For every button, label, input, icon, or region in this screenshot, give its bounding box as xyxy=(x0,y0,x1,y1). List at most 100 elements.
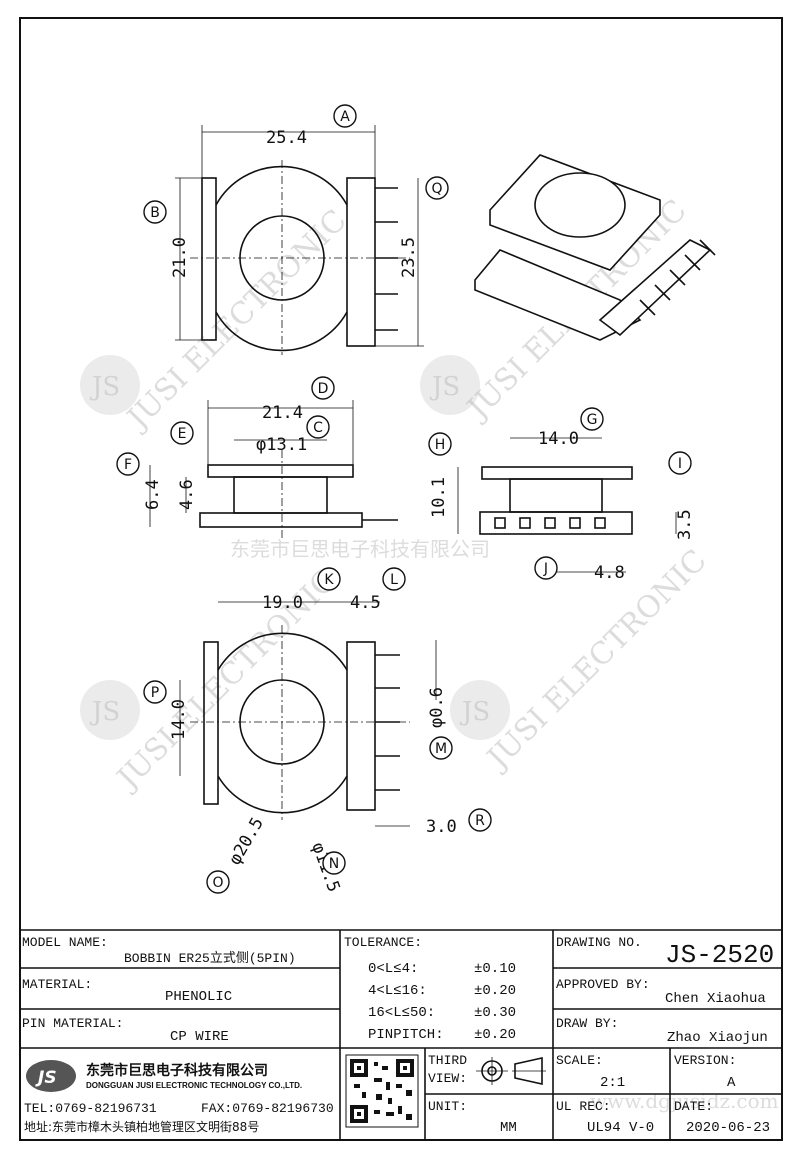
dim-Q: 23.5 xyxy=(399,237,419,278)
balloon-o: O xyxy=(212,875,223,891)
draw-by-label: DRAW BY: xyxy=(556,1016,618,1031)
dim-G: 14.0 xyxy=(538,429,579,449)
balloon-c: C xyxy=(313,420,323,436)
dim-O: φ20.5 xyxy=(225,814,268,868)
material-label: MATERIAL: xyxy=(22,977,92,992)
bv-top-arc xyxy=(217,632,348,671)
balloon-q-circle xyxy=(425,176,449,200)
dim-K: 19.0 xyxy=(262,593,303,613)
balloon-f-circle xyxy=(116,452,140,476)
version: A xyxy=(727,1075,736,1091)
material: PHENOLIC xyxy=(165,989,232,1005)
balloon-n: N xyxy=(329,856,339,872)
watermark-logo-circle-3 xyxy=(80,680,140,740)
tolerance-value-4: ±0.20 xyxy=(474,1027,516,1043)
balloon-m: M xyxy=(435,741,447,757)
end-body xyxy=(509,478,603,513)
balloon-e-circle xyxy=(170,421,194,445)
dim-C: φ13.1 xyxy=(256,435,307,455)
balloon-p: P xyxy=(151,685,159,701)
dim-M: φ0.6 xyxy=(427,687,447,728)
balloon-j: J xyxy=(543,561,548,577)
body-bottom-arc xyxy=(215,311,348,352)
dim-I: 3.5 xyxy=(675,509,695,540)
balloon-l: L xyxy=(390,572,398,588)
model-name-label: MODEL NAME: xyxy=(22,935,108,950)
company-logo: JS xyxy=(35,1068,57,1088)
balloon-o-circle xyxy=(206,870,230,894)
balloon-i-circle xyxy=(668,451,692,475)
dim-R: 3.0 xyxy=(426,817,457,837)
tolerance-value-1: ±0.10 xyxy=(474,961,516,977)
balloon-a: A xyxy=(340,109,350,125)
flange-right xyxy=(346,177,376,347)
bv-bottom-arc xyxy=(217,775,348,814)
flange-left xyxy=(201,177,217,341)
company-name-cn: 东莞市巨思电子科技有限公司 xyxy=(86,1062,268,1079)
watermark-logo: JS xyxy=(89,372,120,402)
balloon-d: D xyxy=(318,381,329,397)
balloon-p-circle xyxy=(143,680,167,704)
balloon-r: R xyxy=(475,813,485,829)
company-address: 地址:东莞市樟木头镇柏地管理区文明街88号 xyxy=(24,1119,259,1134)
watermark-company: 东莞市巨思电子科技有限公司 xyxy=(230,537,490,561)
tolerance-range-3: 16<L≤50: xyxy=(368,1005,435,1021)
dim-B: 21.0 xyxy=(170,237,190,278)
balloon-g-circle xyxy=(580,407,604,431)
company-fax: FAX:0769-82196730 xyxy=(201,1101,334,1116)
tolerance-value-3: ±0.30 xyxy=(474,1005,516,1021)
balloon-d-circle xyxy=(311,376,335,400)
company-logo-badge xyxy=(26,1060,76,1092)
end-top-flange xyxy=(481,466,633,480)
balloon-n-circle xyxy=(322,851,346,875)
watermark-logo-4: JS xyxy=(459,697,490,727)
side-body xyxy=(233,476,328,514)
watermark-logo-circle xyxy=(80,355,140,415)
dim-P: 14.0 xyxy=(169,699,189,740)
watermark-logo-3: JS xyxy=(89,697,120,727)
watermark-logo-2: JS xyxy=(429,372,460,402)
balloon-h: H xyxy=(435,437,446,453)
scale: 2:1 xyxy=(600,1075,625,1091)
balloon-h-circle xyxy=(428,432,452,456)
tolerance-value-2: ±0.20 xyxy=(474,983,516,999)
front-view xyxy=(175,125,424,355)
draw-by: Zhao Xiaojun xyxy=(667,1030,768,1046)
dim-L: 4.5 xyxy=(350,593,381,613)
side-bottom-flange xyxy=(199,512,363,528)
dim-J: 4.8 xyxy=(594,563,625,583)
balloon-m-circle xyxy=(429,736,453,760)
balloon-k-circle xyxy=(317,567,341,591)
watermark-logo-circle-4 xyxy=(450,680,510,740)
balloon-k: K xyxy=(324,572,334,588)
third-view-label-2: VIEW: xyxy=(428,1071,467,1086)
drawing-no-label: DRAWING NO. xyxy=(556,935,642,950)
approved-by: Chen Xiaohua xyxy=(665,991,766,1007)
dim-H: 10.1 xyxy=(429,477,449,518)
bv-flange-right xyxy=(346,641,376,811)
bv-flange-left xyxy=(203,641,219,805)
dim-A: 25.4 xyxy=(266,128,307,148)
version-label: VERSION: xyxy=(674,1053,736,1068)
tolerance-range-4: PINPITCH: xyxy=(368,1027,444,1043)
dim-F: 6.4 xyxy=(143,479,163,510)
balloon-b: B xyxy=(150,205,160,221)
qr-pattern xyxy=(350,1059,414,1123)
side-top-flange xyxy=(207,464,354,478)
bottom-view xyxy=(179,601,437,827)
watermark-logo-circle-2 xyxy=(420,355,480,415)
drawing-no: JS-2520 xyxy=(665,940,774,970)
watermark-site: www.dgjusidz.com xyxy=(590,1089,779,1113)
scale-label: SCALE: xyxy=(556,1053,603,1068)
qr-code xyxy=(345,1054,419,1128)
tolerance-label: TOLERANCE: xyxy=(344,935,422,950)
isometric-view xyxy=(474,154,716,341)
balloon-c-circle xyxy=(306,415,330,439)
dim-E: 4.6 xyxy=(177,479,197,510)
balloon-f: F xyxy=(124,457,132,473)
end-pin-rail xyxy=(479,511,633,535)
company-name-en: DONGGUAN JUSI ELECTRONIC TECHNOLOGY CO.,… xyxy=(86,1081,302,1090)
projection-symbol-cone xyxy=(514,1057,543,1085)
iso-bore xyxy=(534,172,626,238)
